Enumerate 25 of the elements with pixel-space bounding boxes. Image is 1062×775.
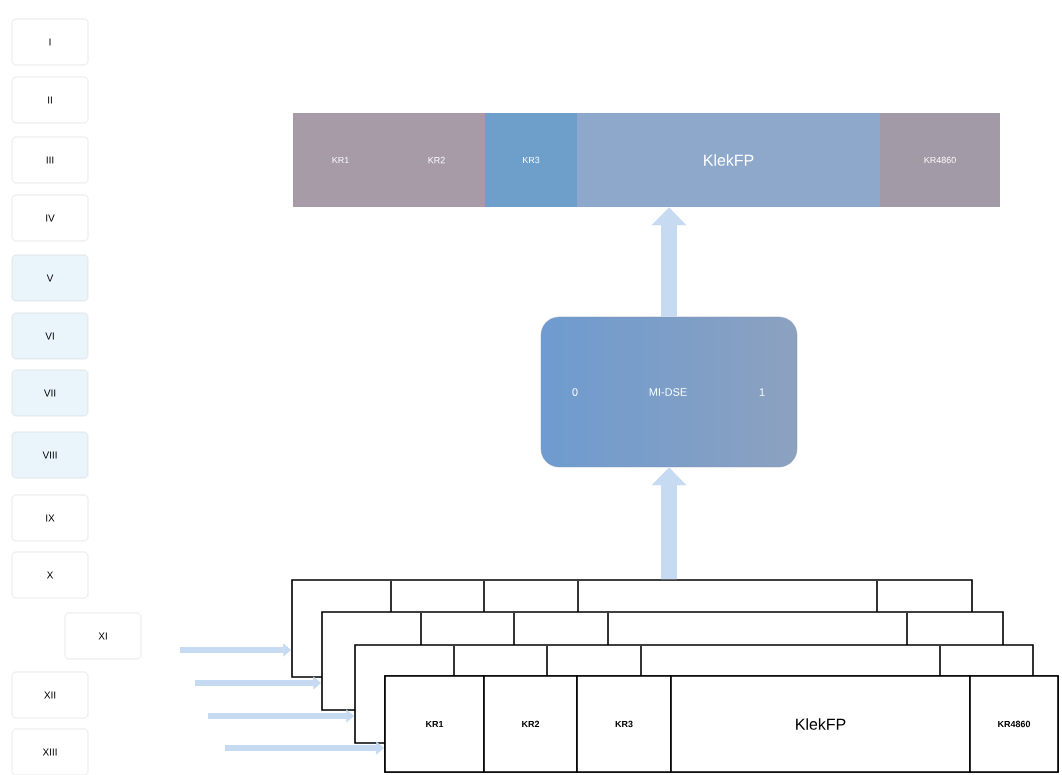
table-cell: KR4860	[969, 675, 1059, 773]
node-label: KR2	[428, 156, 445, 164]
numeral-box: IX	[11, 494, 89, 542]
bar-segment: KR2	[388, 113, 485, 207]
numeral-box: I	[11, 18, 89, 66]
bar-segment: KlekFP	[577, 113, 880, 207]
table-cell: KR3	[576, 675, 672, 773]
bar-segment: KR1	[293, 113, 388, 207]
node-label: KR1	[332, 156, 349, 164]
numeral-box: XII	[11, 671, 89, 719]
numeral-box: VI	[11, 312, 89, 360]
numeral-box: III	[11, 136, 89, 184]
table-cell: KR1	[384, 675, 485, 773]
rounded-box: 0 MI-DSE 1	[540, 316, 798, 468]
table-cell: KR2	[483, 675, 578, 773]
numeral-box: II	[11, 76, 89, 124]
bar-segment: KR4860	[880, 113, 1000, 207]
bar-segment: KR3	[485, 113, 577, 207]
numeral-box: V	[11, 254, 89, 302]
numeral-box: IV	[11, 194, 89, 242]
numeral-box: VIII	[11, 431, 89, 479]
numeral-box: VII	[11, 369, 89, 417]
numeral-box: XIII	[11, 728, 89, 775]
numeral-box: X	[11, 551, 89, 599]
numeral-box: XI	[64, 612, 142, 660]
